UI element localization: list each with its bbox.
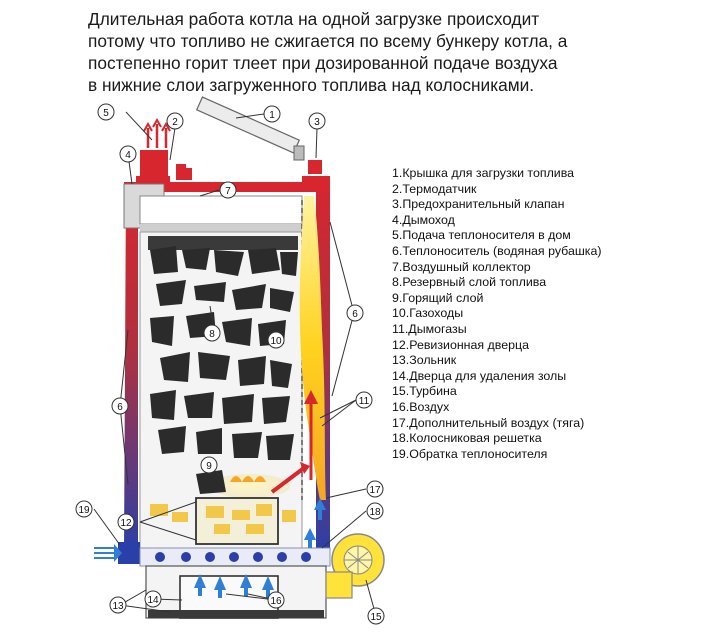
flue-gas-arrow-head xyxy=(300,462,310,474)
intro-text: Длительная работа котла на одной загрузк… xyxy=(88,8,698,96)
legend-item: 19.Обратка теплоносителя xyxy=(392,446,548,461)
safety-valve xyxy=(308,160,322,174)
ash-pan xyxy=(145,565,327,619)
legend-item: 16.Воздух xyxy=(392,399,450,414)
loading-lid xyxy=(195,96,305,161)
callout-18: 18 xyxy=(369,507,381,518)
callout-9: 9 xyxy=(206,461,212,472)
burning-layer xyxy=(196,470,290,498)
legend-item: 6.Теплоноситель (водяная рубашка) xyxy=(392,243,602,258)
callout-2: 2 xyxy=(172,117,178,128)
callout-8: 8 xyxy=(209,329,215,340)
callout-17: 17 xyxy=(369,485,381,496)
chimney xyxy=(136,117,192,184)
turbine xyxy=(325,533,385,599)
callout-numbers: 1 2 3 4 5 6 6 7 8 9 10 11 12 13 14 15 16… xyxy=(78,108,382,623)
callout-6-right: 6 xyxy=(352,309,358,320)
callout-19: 19 xyxy=(78,505,90,516)
legend-item: 17.Дополнительный воздух (тяга) xyxy=(392,415,585,430)
legend-item: 14.Дверца для удаления золы xyxy=(392,368,567,383)
callout-1: 1 xyxy=(269,110,275,121)
legend-item: 15.Турбина xyxy=(392,384,457,399)
legend-item: 10.Газоходы xyxy=(392,306,464,321)
parts-legend: 1.Крышка для загрузки топлива 2.Термодат… xyxy=(392,166,602,462)
callout-13: 13 xyxy=(112,601,124,612)
grate xyxy=(139,547,331,567)
legend-item: 12.Ревизионная дверца xyxy=(392,337,530,352)
legend-item: 4.Дымоход xyxy=(392,212,455,227)
callout-7: 7 xyxy=(225,186,231,197)
reserve-fuel-layer xyxy=(148,236,298,460)
legend-item: 9.Горящий слой xyxy=(392,290,484,305)
legend-item: 2.Термодатчик xyxy=(392,181,477,196)
flue-gas-arrow xyxy=(270,466,306,494)
legend-item: 3.Предохранительный клапан xyxy=(392,197,565,212)
intro-line: потому что топливо не сжигается по всему… xyxy=(88,31,568,51)
glowing-fuel xyxy=(150,504,296,534)
callout-5: 5 xyxy=(103,108,109,119)
callout-12: 12 xyxy=(120,518,132,529)
legend-item: 18.Колосниковая решетка xyxy=(392,431,542,446)
intro-line: в нижние слои загруженного топлива над к… xyxy=(88,75,535,95)
legend-item: 1.Крышка для загрузки топлива xyxy=(392,166,575,180)
callout-16: 16 xyxy=(270,596,282,607)
callout-11: 11 xyxy=(359,396,370,407)
intro-line: Длительная работа котла на одной загрузк… xyxy=(88,9,540,29)
callout-14: 14 xyxy=(147,595,159,606)
legend-item: 7.Воздушный коллектор xyxy=(392,259,531,274)
callout-circles xyxy=(75,103,385,625)
legend-item: 8.Резервный слой топлива xyxy=(392,275,547,290)
callout-6-left: 6 xyxy=(117,402,123,413)
intro-line: постепенно горит тлеет при дозированной … xyxy=(88,53,558,73)
callout-4: 4 xyxy=(125,150,131,161)
flame xyxy=(299,196,326,500)
gas-duct xyxy=(299,196,326,500)
callout-10: 10 xyxy=(270,336,282,347)
air-arrows xyxy=(194,498,326,598)
callout-15: 15 xyxy=(370,612,382,623)
legend-item: 13.Зольник xyxy=(392,353,457,368)
callout-3: 3 xyxy=(314,117,320,128)
legend-item: 5.Подача теплоносителя в дом xyxy=(392,228,571,243)
legend-item: 11.Дымогазы xyxy=(392,321,467,336)
return-pipe xyxy=(94,542,140,564)
air-collector xyxy=(123,183,303,232)
